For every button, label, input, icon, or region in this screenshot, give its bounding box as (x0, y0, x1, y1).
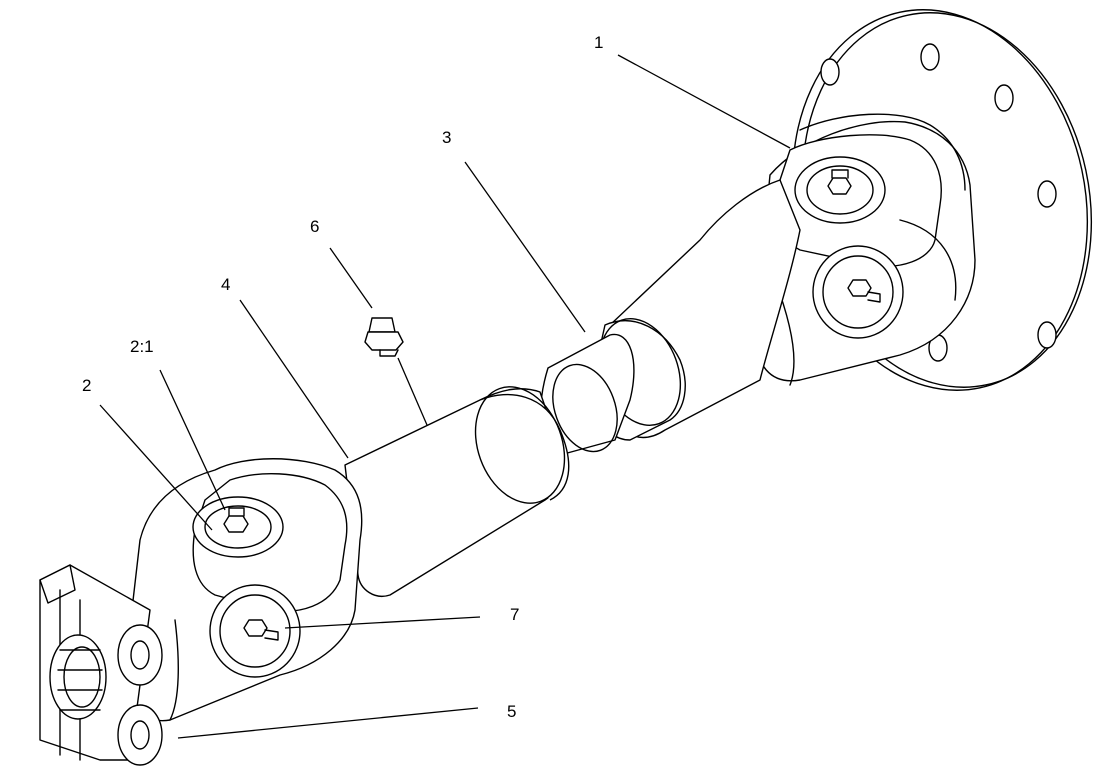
leader-line-1 (617, 54, 791, 149)
leader-line-4 (239, 299, 349, 459)
inner-tube (344, 386, 570, 597)
universal-joint-yoke-icon (123, 458, 363, 722)
callout-7: 7 (510, 605, 519, 624)
leader-line-2 (99, 404, 213, 531)
callout-2: 2 (82, 376, 91, 395)
callout-6: 6 (310, 217, 319, 236)
callout-3: 3 (442, 128, 451, 147)
callout-2-1: 2:1 (130, 337, 154, 356)
leader-line-2-1 (159, 369, 226, 511)
callout-1: 1 (594, 33, 603, 52)
leader-line-6a (329, 247, 373, 309)
callout-labels: 1 3 6 4 2:1 2 7 5 (82, 33, 603, 721)
leader-lines (99, 54, 791, 739)
callout-5: 5 (507, 702, 516, 721)
outer-tube (540, 179, 801, 456)
leader-line-7 (284, 616, 481, 629)
callout-4: 4 (221, 275, 230, 294)
leader-line-6b (397, 357, 428, 426)
spline-hub (39, 564, 163, 766)
grease-fitting-icon (364, 317, 404, 357)
leader-line-5 (177, 707, 479, 739)
universal-joint-yoke-icon (754, 113, 976, 386)
leader-line-3 (464, 161, 586, 333)
